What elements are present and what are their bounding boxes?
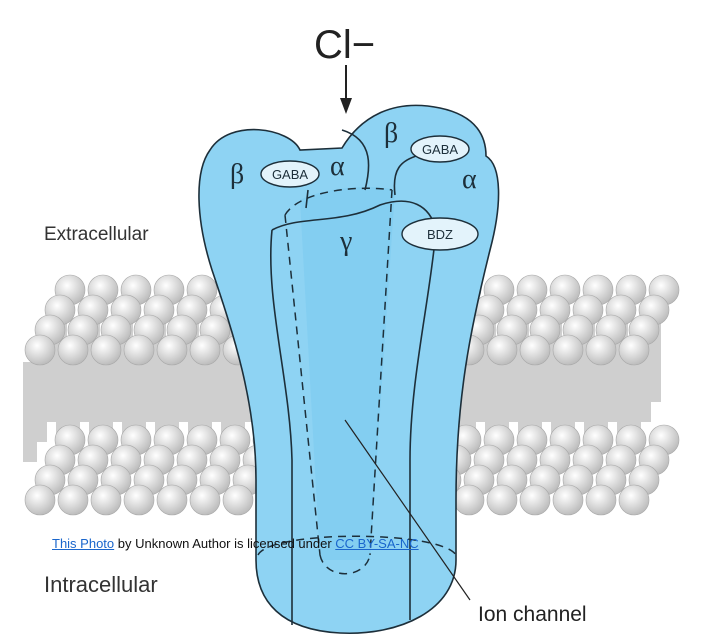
lipid-tail [23, 362, 37, 462]
gamma-subunit [300, 187, 395, 560]
lipid-head [90, 334, 122, 366]
beta-left-label: β [230, 159, 244, 190]
lipid-head [189, 334, 221, 366]
lipid-head [486, 484, 518, 516]
lipid-head [618, 484, 650, 516]
channel-pore [257, 187, 457, 575]
attribution: This Photo by Unknown Author is licensed… [52, 536, 419, 552]
beta-top-label: β [384, 118, 398, 149]
extracellular-label: Extracellular [44, 224, 149, 245]
license-link[interactable]: CC BY-SA-NC [335, 536, 419, 551]
photo-link[interactable]: This Photo [52, 536, 115, 551]
lipid-head [552, 334, 584, 366]
gaba-right-site [410, 135, 470, 163]
receptor: Cl− β α β α γ GABA GABA BDZ [198, 23, 500, 635]
lipid-head [156, 334, 188, 366]
bdz-site [401, 217, 479, 251]
lipid-head [156, 484, 188, 516]
ion-channel-label: Ion channel [478, 603, 587, 626]
ion-arrow-head [340, 98, 352, 114]
bdz-label: BDZ [427, 227, 453, 242]
lipid-head [57, 334, 89, 366]
lipid-head [453, 484, 485, 516]
gaba-left-label: GABA [272, 167, 308, 182]
ion-channel-pointer [344, 419, 471, 601]
lipid-head [24, 484, 56, 516]
lipid-head [585, 484, 617, 516]
gaba-left-site [260, 160, 320, 188]
lipid-head [519, 334, 551, 366]
lipid-head [618, 334, 650, 366]
lipid-head [519, 484, 551, 516]
gamma-label: γ [339, 226, 352, 257]
attribution-text: by Unknown Author is licensed under [114, 536, 336, 551]
lipid-head [90, 484, 122, 516]
lipid-head [57, 484, 89, 516]
gaba-right-label: GABA [422, 142, 458, 157]
ion-label: Cl− [314, 23, 375, 67]
alpha-mid-label: α [330, 151, 345, 182]
lipid-head [222, 484, 254, 516]
lipid-head [123, 334, 155, 366]
lipid-head [486, 334, 518, 366]
intracellular-label: Intracellular [44, 572, 158, 597]
lipid-head [585, 334, 617, 366]
lipid-head [552, 484, 584, 516]
lipid-head [189, 484, 221, 516]
lipid-head [24, 334, 56, 366]
alpha-right-label: α [462, 164, 477, 195]
lipid-head [123, 484, 155, 516]
